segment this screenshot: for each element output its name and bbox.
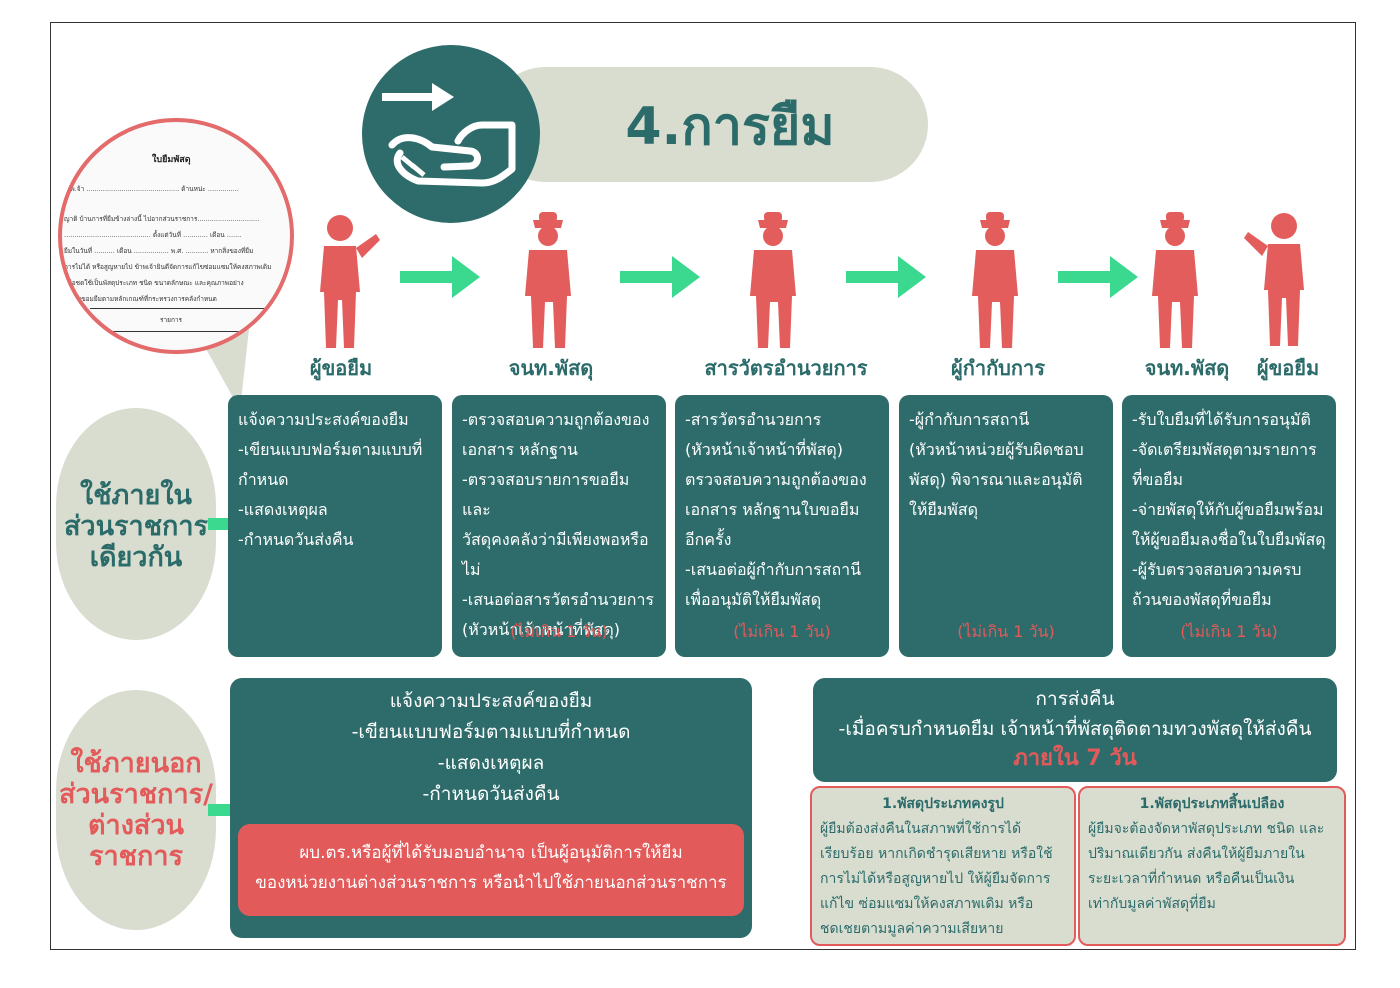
officer-figure [972, 212, 1018, 348]
form-line: ........................................… [64, 231, 242, 239]
lending-icon [362, 45, 540, 223]
role-label-admin-inspector: สารวัตรอำนวยการ [704, 356, 868, 380]
form-table-header: รายการ [160, 316, 183, 324]
officer-figure [525, 212, 571, 348]
form-line: ที่ พ.จ้า ..............................… [64, 185, 239, 193]
connector [208, 804, 232, 816]
form-line: ยืมในวันที่ .......... เดือน ...........… [64, 247, 254, 255]
role-label-borrower: ผู้ขอยืม [309, 356, 373, 380]
step-request: แจ้งความประสงค์ของยืม -เขียนแบบฟอร์มตามแ… [228, 395, 442, 657]
duration-note: (ไม่เกิน 1 วัน) [957, 622, 1055, 641]
flow-arrow-icon [846, 256, 926, 298]
step-dispense: -รับใบยืมที่ได้รับการอนุมัติ -จัดเตรียมพ… [1122, 395, 1336, 657]
borrower-figure [1244, 213, 1304, 346]
page-title: 4.การยืม [625, 97, 835, 157]
durable-goods-note: 1.พัสดุประเภทคงรูป ผู้ยืมต้องส่งคืนในสภา… [810, 786, 1076, 946]
step-supply-check: -ตรวจสอบความถูกต้องของ เอกสาร หลักฐาน -ต… [452, 395, 666, 657]
role-label-supply-officer: จนท.พัสดุ [1144, 356, 1230, 380]
flow-arrow-icon [1058, 256, 1138, 298]
internal-label: ใช้ภายใน ส่วนราชการ เดียวกัน [63, 480, 209, 573]
external-label: ใช้ภายนอก ส่วนราชการ/ ต่างส่วน ราชการ [59, 748, 213, 872]
form-line: หรือชดใช้เป็นพัสดุประเภท ชนิด ขนาดลักษณะ… [64, 279, 244, 287]
borrower-figure [320, 215, 380, 348]
flow-arrow-icon [400, 256, 480, 298]
external-label-oval [56, 690, 216, 930]
external-approval-box: ผบ.ตร.หรือผู้ที่ได้รับมอบอำนาจ เป็นผู้อน… [238, 824, 744, 916]
duration-note: (ไม่เกิน 1 วัน) [1180, 622, 1278, 641]
form-line: การไม่ได้ หรือสูญหายไป ข้าพเจ้ายินดีจัดก… [64, 263, 272, 271]
role-label-borrower: ผู้ขอยืม [1256, 356, 1320, 380]
step-superintendent-approval: -ผู้กำกับการสถานี (หัวหน้าหน่วยผู้รับผิด… [899, 395, 1113, 657]
form-table: รายการ จำ [90, 308, 294, 350]
step-inspector-review: -สารวัตรอำนวยการ (หัวหน้าเจ้าหน้าที่พัสด… [675, 395, 889, 657]
duration-note: (ไม่เกิน 1 วัน) [733, 622, 831, 641]
officer-figure [1152, 212, 1198, 348]
role-label-superintendent: ผู้กำกับการ [951, 356, 1045, 380]
return-box: การส่งคืน -เมื่อครบกำหนดยืม เจ้าหน้าที่พ… [813, 678, 1337, 782]
form-line: ครู ใบขอมยืมตามหลักเกณฑ์ที่กระทรวงการคลั… [64, 295, 217, 303]
connector [208, 518, 232, 530]
officer-figure [750, 212, 796, 348]
duration-note: (ไม่เกิน 1 วัน) [510, 622, 608, 641]
consumable-goods-note: 1.พัสดุประเภทสิ้นเปลือง ผู้ยืมจะต้องจัดห… [1078, 786, 1346, 946]
internal-label-oval [56, 408, 216, 640]
form-table-header: จำ [286, 316, 294, 324]
role-label-supply-officer: จนท.พัสดุ [508, 356, 594, 380]
return-deadline: ภายใน 7 วัน [1013, 746, 1137, 771]
form-line: ญาติ บ้านการที่ยืมข้างล่างนี้ ไปอากส่วนร… [64, 215, 260, 223]
title-pill [488, 67, 928, 182]
flow-arrow-icon [620, 256, 700, 298]
form-title: ใบยืมพัสดุ [152, 155, 191, 165]
form-preview-magnifier: ใบยืมพัสดุ ที่ พ.จ้า ...................… [58, 118, 294, 354]
